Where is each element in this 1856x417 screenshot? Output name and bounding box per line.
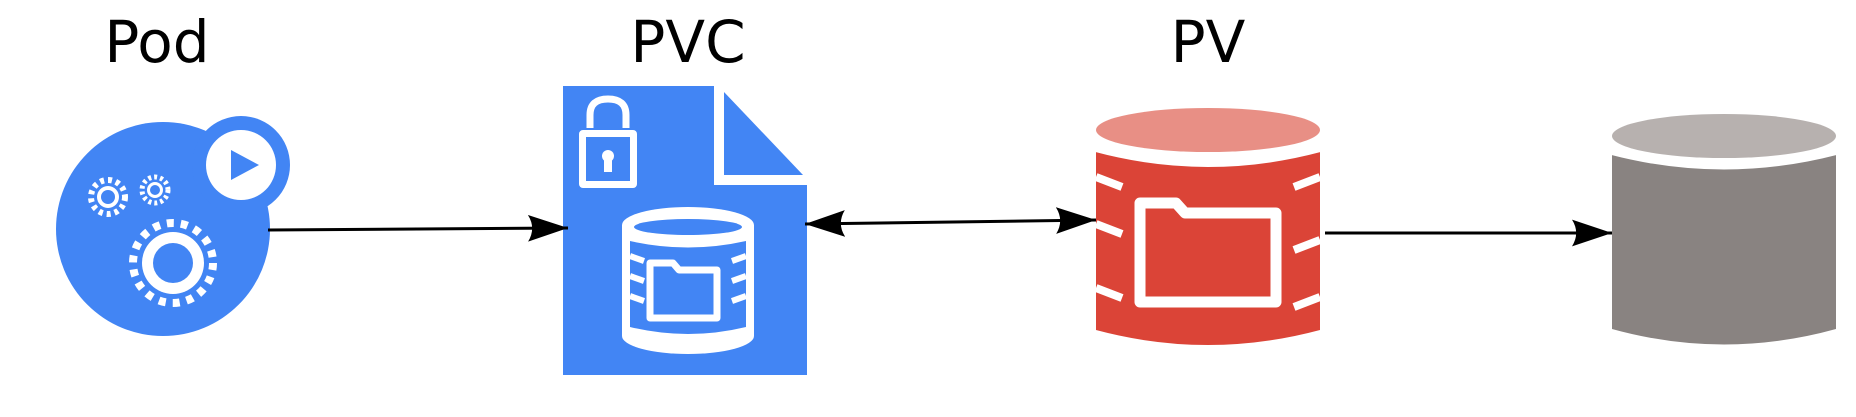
pvc-label: PVC: [630, 8, 745, 76]
pod-to-pvc-arrow: [267, 214, 569, 242]
pod-label: Pod: [104, 8, 209, 76]
pod-icon: [56, 116, 290, 336]
pvc-pv-bidirectional-arrow: [804, 207, 1097, 237]
pv-icon: [1094, 108, 1322, 345]
pvc-icon: [563, 86, 807, 375]
storage-icon: [1610, 114, 1838, 345]
pv-label: PV: [1171, 8, 1246, 76]
folder-icon: [646, 259, 721, 322]
small-gear-left-icon: [88, 177, 128, 217]
storage-icon: [622, 207, 754, 354]
small-gear-right-icon: [139, 174, 171, 206]
lock-icon: [579, 95, 637, 188]
large-gear-icon: [129, 219, 217, 307]
folder-icon: [1134, 197, 1282, 308]
